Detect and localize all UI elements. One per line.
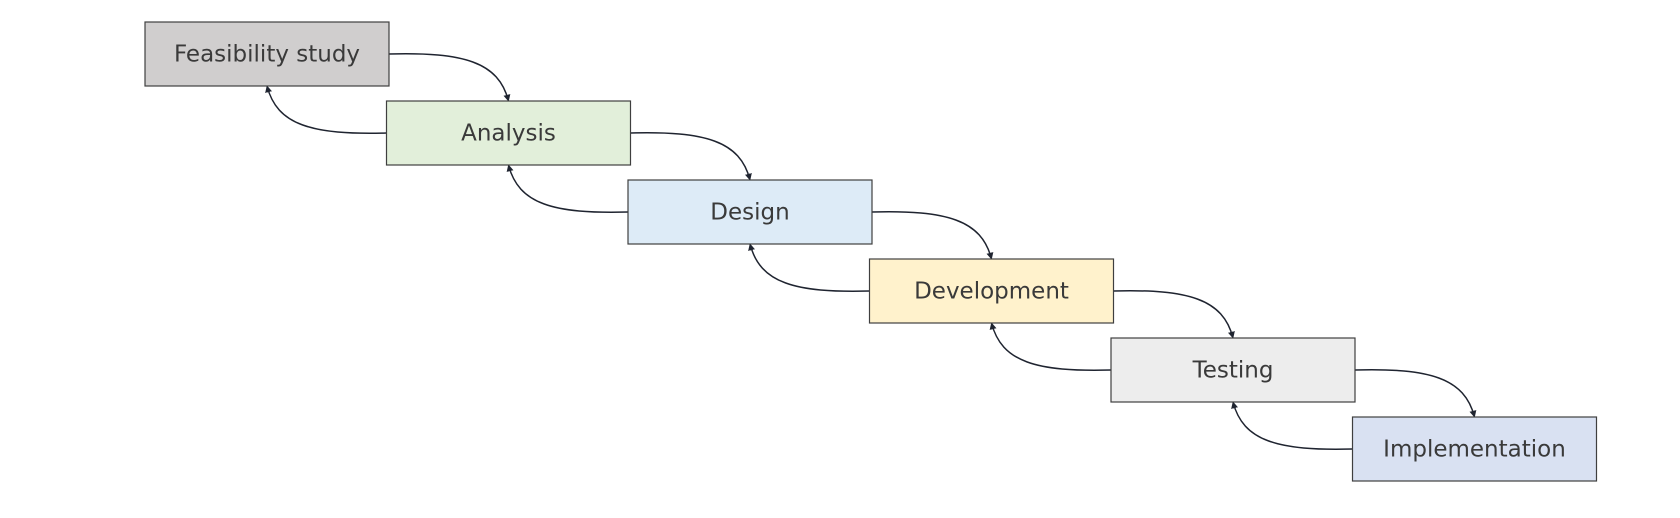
stage-implementation: Implementation: [1351, 416, 1598, 482]
stage-design: Design: [627, 179, 873, 245]
stage-testing-box: [1110, 337, 1356, 403]
backward-arrow: [265, 85, 387, 134]
backward-arrow: [1231, 401, 1353, 450]
connectors-layer: [265, 53, 1477, 450]
stage-design-box: [627, 179, 873, 245]
stage-testing: Testing: [1110, 337, 1356, 403]
stage-feasibility-study-label: Feasibility study: [174, 42, 360, 68]
stage-implementation-label: Implementation: [1383, 437, 1566, 463]
stage-design-label: Design: [710, 200, 789, 226]
backward-arrow: [989, 322, 1112, 371]
stage-testing-label: Testing: [1192, 358, 1274, 384]
forward-arrow: [388, 53, 511, 102]
stage-development-box: [868, 258, 1115, 324]
stage-development: Development: [868, 258, 1115, 324]
forward-arrow: [630, 132, 752, 181]
stage-implementation-box: [1351, 416, 1598, 482]
stage-analysis-box: [385, 100, 632, 166]
backward-arrow: [506, 164, 629, 213]
stage-analysis: Analysis: [385, 100, 632, 166]
backward-arrow: [748, 243, 870, 292]
forward-arrow: [1354, 369, 1477, 418]
stage-analysis-label: Analysis: [461, 121, 556, 147]
stage-development-label: Development: [914, 279, 1069, 305]
stage-feasibility-study: Feasibility study: [144, 21, 390, 87]
forward-arrow: [1113, 290, 1235, 339]
stage-feasibility-study-box: [144, 21, 390, 87]
forward-arrow: [871, 211, 994, 260]
